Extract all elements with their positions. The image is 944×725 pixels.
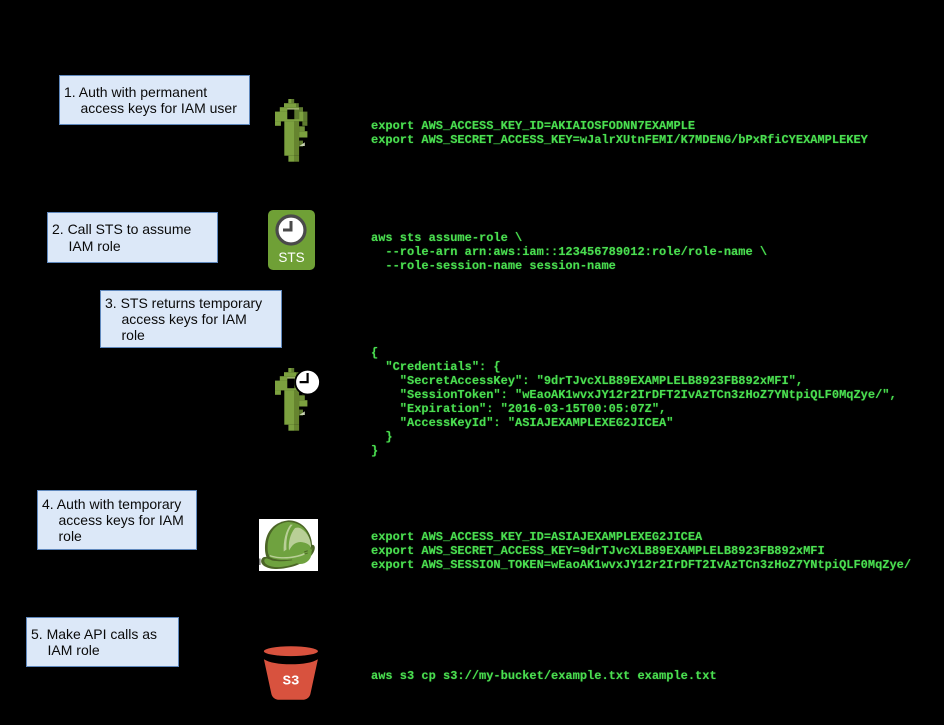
svg-text:S3: S3 [283,674,300,690]
svg-text:STS: STS [278,250,304,265]
